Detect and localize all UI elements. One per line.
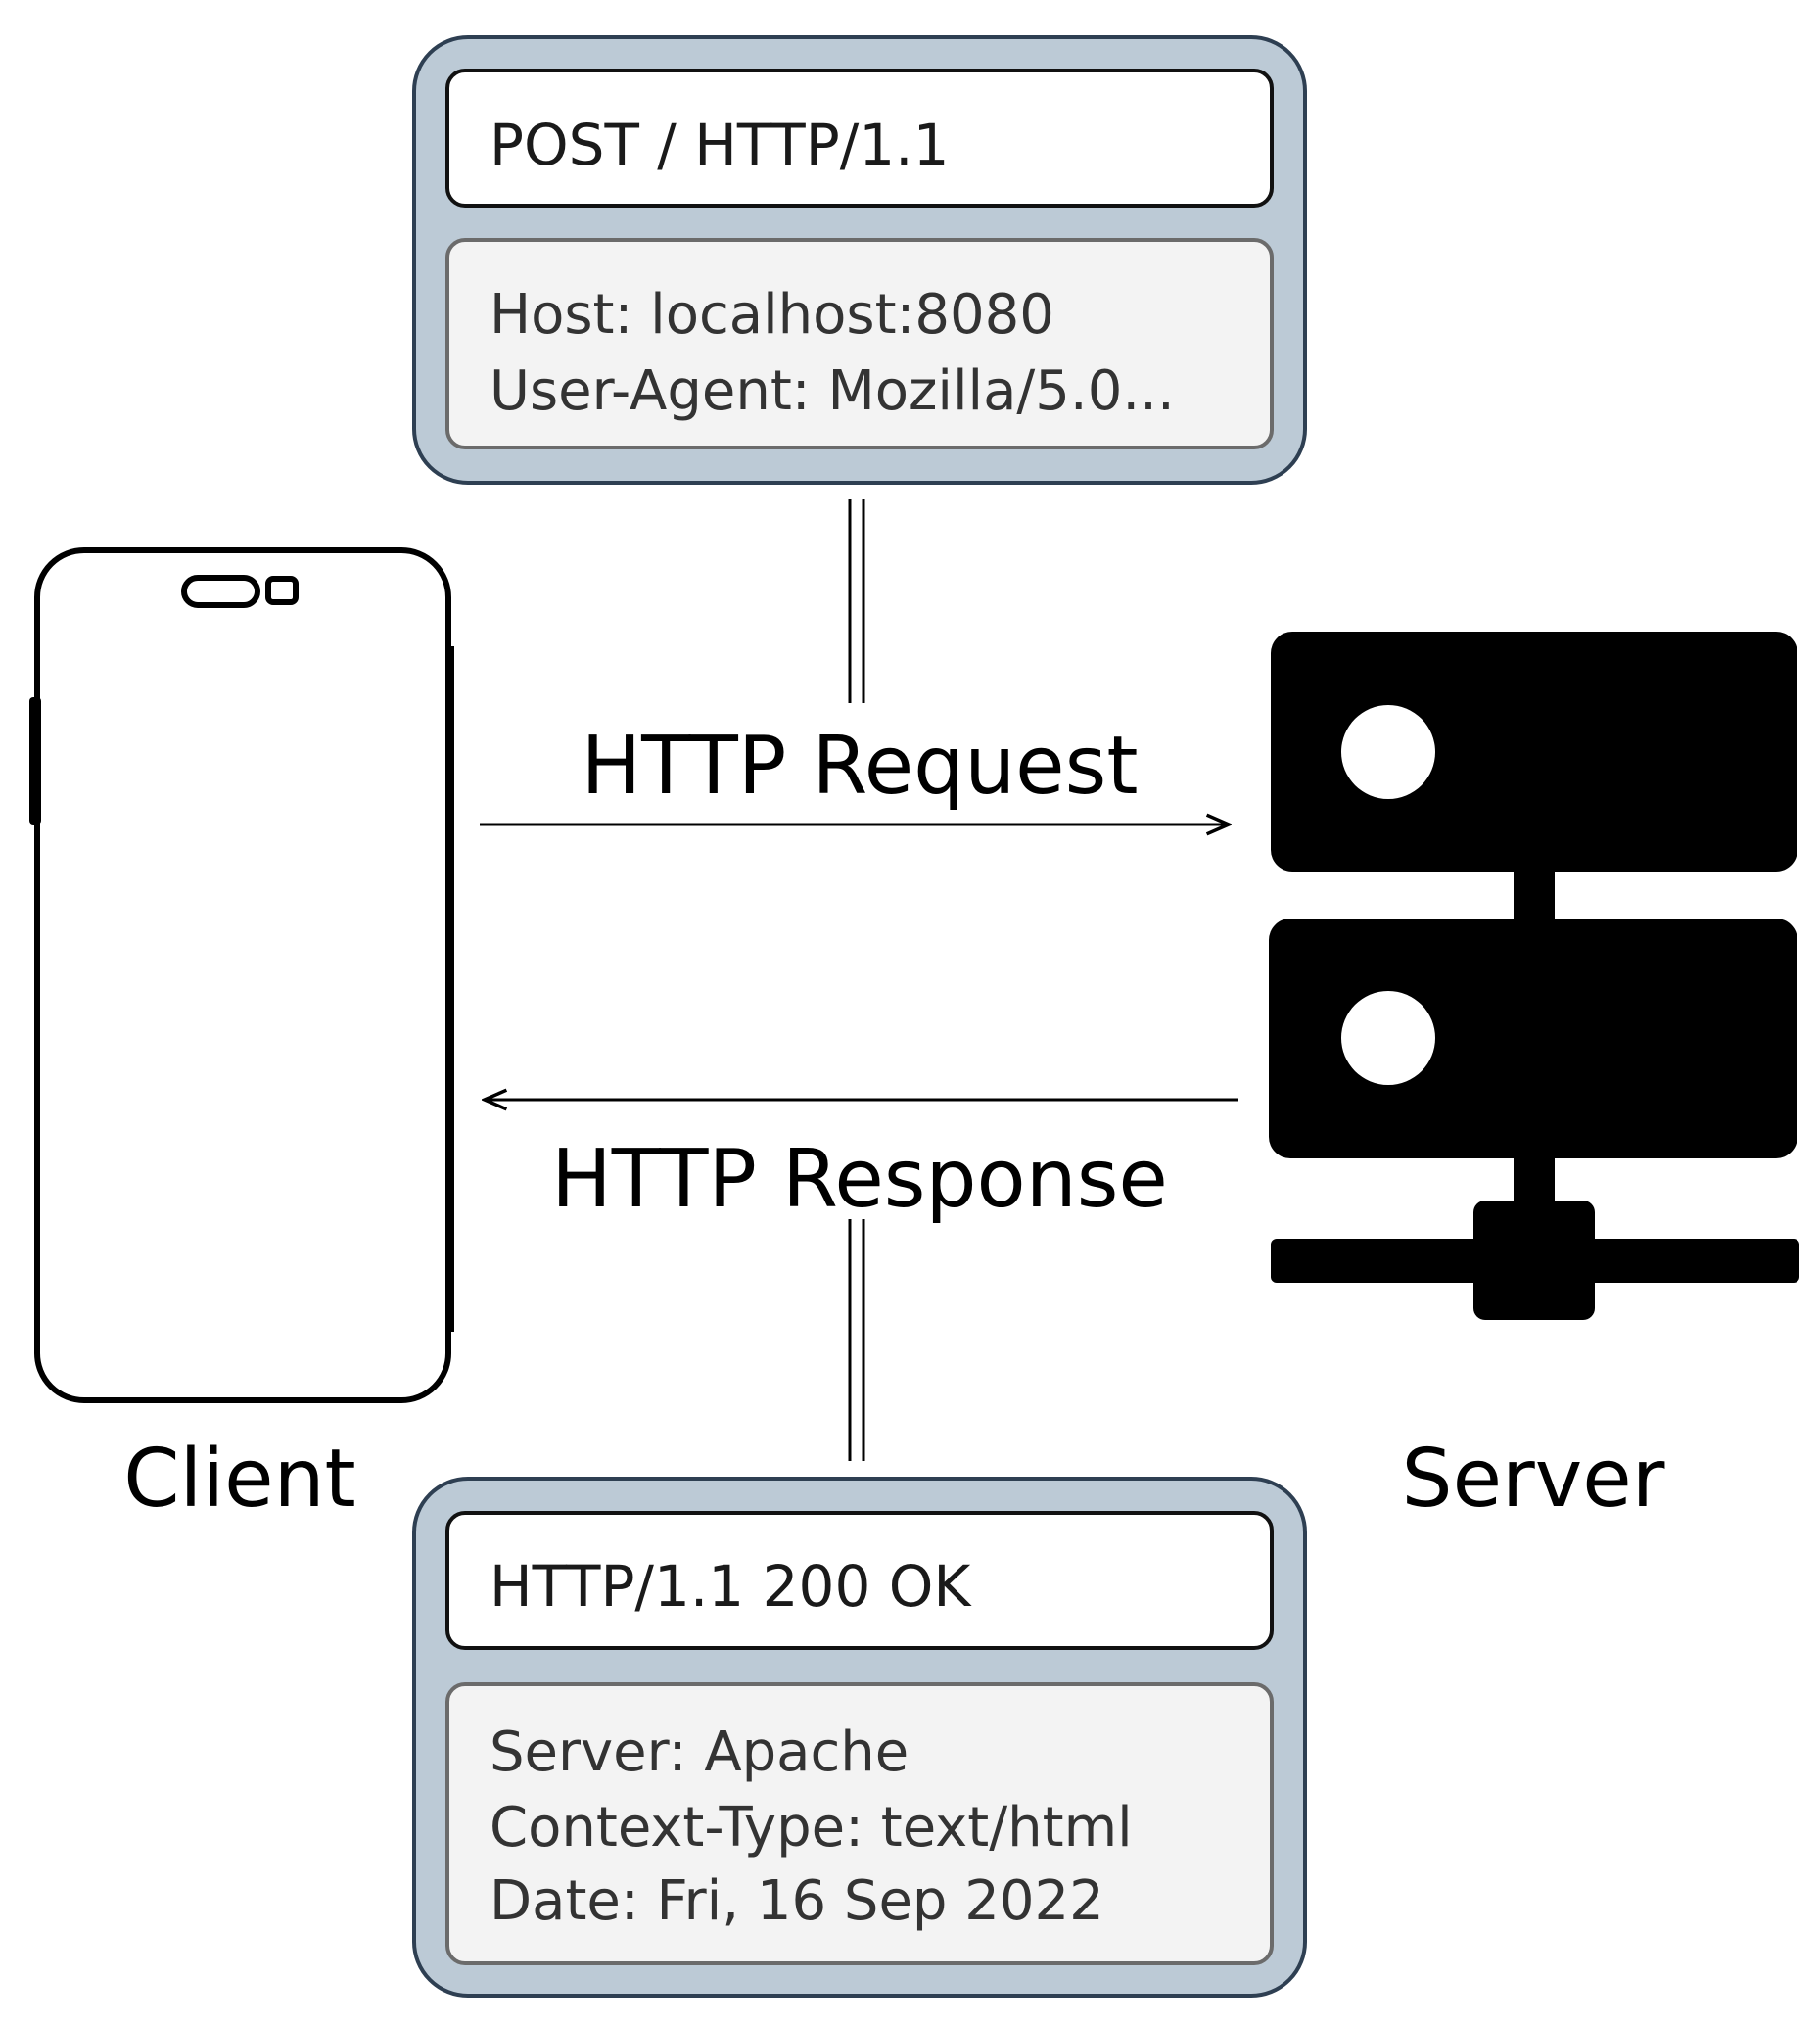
server-bottom-light-icon xyxy=(1341,991,1435,1085)
response-panel-connector xyxy=(848,1219,865,1461)
server-rack-icon xyxy=(1269,632,1799,1320)
smartphone-icon xyxy=(29,547,454,1403)
response-arrow-label: HTTP Response xyxy=(551,1133,1168,1226)
server-label: Server xyxy=(1402,1433,1665,1526)
request-arrow-label: HTTP Request xyxy=(582,720,1139,813)
response-header-date: Date: Fri, 16 Sep 2022 xyxy=(490,1869,1104,1933)
response-start-line-box xyxy=(445,1511,1274,1650)
response-message-panel: HTTP/1.1 200 OK Server: Apache Context-T… xyxy=(412,1477,1307,1998)
response-header-content-type: Context-Type: text/html xyxy=(490,1796,1133,1860)
server-unit-top xyxy=(1271,632,1797,872)
response-start-line: HTTP/1.1 200 OK xyxy=(490,1553,972,1620)
camera-pill-icon xyxy=(181,575,260,608)
request-message-panel: POST / HTTP/1.1 Host: localhost:8080 Use… xyxy=(412,35,1307,485)
network-bus xyxy=(1271,1239,1799,1283)
response-header-server: Server: Apache xyxy=(490,1720,909,1784)
request-headers-box xyxy=(445,238,1274,449)
request-panel-connector xyxy=(848,499,865,703)
server-link-upper xyxy=(1514,867,1555,920)
phone-body xyxy=(34,547,451,1403)
request-start-line-box xyxy=(445,69,1274,208)
request-header-user-agent: User-Agent: Mozilla/5.0... xyxy=(490,359,1175,423)
phone-edge-shadow xyxy=(448,646,454,1332)
client-label: Client xyxy=(123,1433,355,1526)
response-arrow: HTTP Response xyxy=(485,1100,1238,1226)
request-arrow: HTTP Request xyxy=(480,720,1229,825)
server-unit-bottom xyxy=(1269,919,1797,1158)
response-headers-box xyxy=(445,1682,1274,1965)
camera-dot-icon xyxy=(265,576,299,605)
server-link-lower xyxy=(1514,1155,1555,1204)
request-start-line: POST / HTTP/1.1 xyxy=(490,112,950,178)
phone-side-button-icon xyxy=(29,697,41,825)
server-top-light-icon xyxy=(1341,705,1435,799)
request-header-host: Host: localhost:8080 xyxy=(490,283,1054,347)
